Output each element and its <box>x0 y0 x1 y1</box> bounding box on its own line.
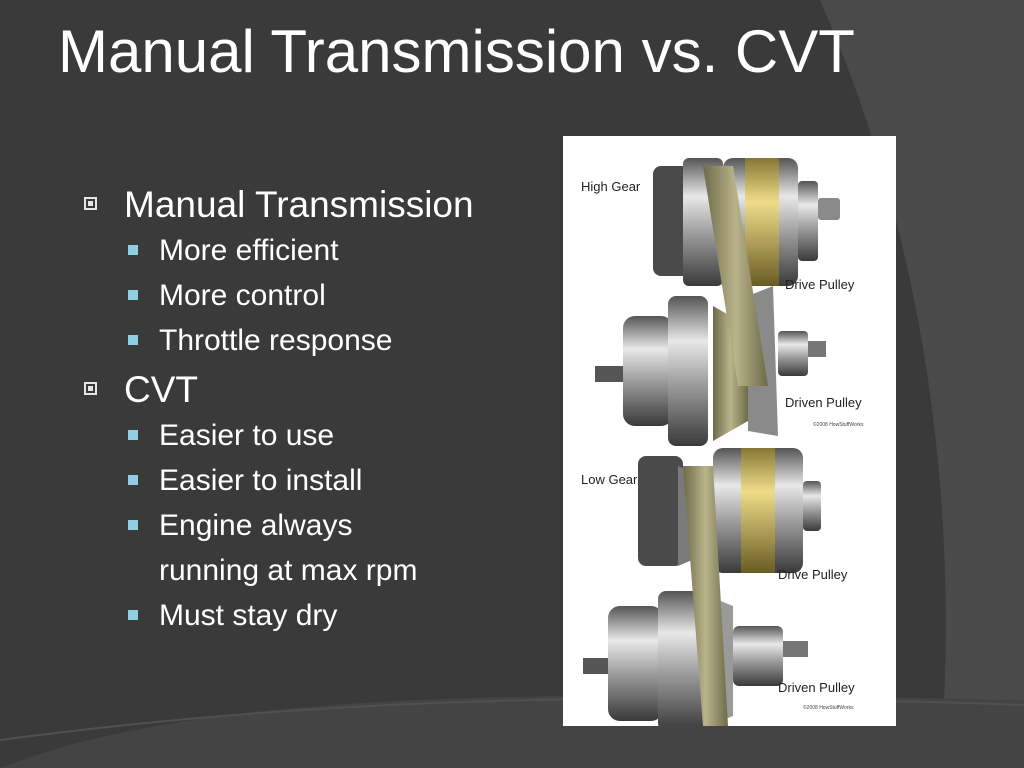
cvt-subitems: Easier to use Easier to install Engine a… <box>80 413 550 638</box>
subitem-label: Throttle response <box>159 324 393 357</box>
bullet-manual-transmission: Manual Transmission <box>80 182 550 228</box>
driven-pulley-label-top: Driven Pulley <box>785 395 862 410</box>
driven-pulley-label-bottom: Driven Pulley <box>778 680 855 695</box>
small-square-bullet-icon <box>128 610 138 620</box>
copyright-bottom: ©2008 HowStuffWorks <box>803 704 854 711</box>
low-gear-belt <box>683 466 728 726</box>
subitem-label: Easier to install <box>159 464 363 497</box>
square-bullet-icon <box>84 197 97 210</box>
subitem-label: Easier to use <box>159 419 335 452</box>
list-item: More efficient <box>80 228 550 273</box>
list-item: Easier to use <box>80 413 550 458</box>
square-bullet-icon <box>84 382 97 395</box>
high-gear-drive-pulley <box>653 158 840 286</box>
high-gear-label: High Gear <box>581 179 641 194</box>
small-square-bullet-icon <box>128 475 138 485</box>
bullet-label: Manual Transmission <box>124 184 474 225</box>
subitem-label: Must stay dry <box>159 599 338 632</box>
small-square-bullet-icon <box>128 335 138 345</box>
high-gear-belt <box>703 166 768 386</box>
list-item: Throttle response <box>80 318 550 363</box>
manual-subitems: More efficient More control Throttle res… <box>80 228 550 363</box>
list-item: Must stay dry <box>80 593 550 638</box>
subitem-label: More control <box>159 279 326 312</box>
drive-pulley-label-top: Drive Pulley <box>785 277 855 292</box>
low-gear-label: Low Gear <box>581 472 638 487</box>
high-gear-driven-pulley <box>595 286 826 446</box>
drive-pulley-label-bottom: Drive Pulley <box>778 567 848 582</box>
slide-title: Manual Transmission vs. CVT <box>58 18 855 85</box>
subitem-label: More efficient <box>159 234 339 267</box>
small-square-bullet-icon <box>128 430 138 440</box>
list-item: More control <box>80 273 550 318</box>
list-item: Easier to install <box>80 458 550 503</box>
list-item: Engine always running at max rpm <box>80 503 459 593</box>
bullet-list: Manual Transmission More efficient More … <box>80 182 550 642</box>
bullet-label: CVT <box>124 369 198 410</box>
small-square-bullet-icon <box>128 520 138 530</box>
small-square-bullet-icon <box>128 290 138 300</box>
small-square-bullet-icon <box>128 245 138 255</box>
copyright-top: ©2008 HowStuffWorks <box>813 421 864 428</box>
subitem-label: Engine always running at max rpm <box>159 509 418 587</box>
low-gear-drive-pulley <box>638 448 821 573</box>
bullet-cvt: CVT <box>80 367 550 413</box>
cvt-pulley-illustration: High Gear Drive Pulley Driven Pulley ©20… <box>563 136 896 731</box>
